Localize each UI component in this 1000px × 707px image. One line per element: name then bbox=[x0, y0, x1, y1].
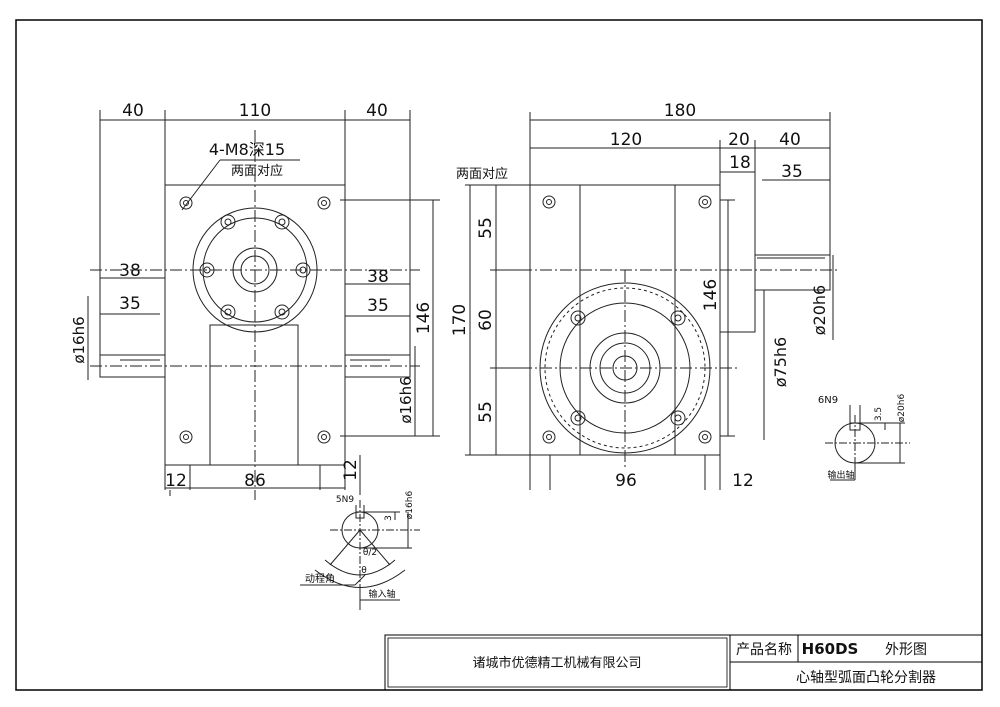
input-shaft-detail bbox=[300, 500, 420, 610]
output-shaft-caption: 输出轴 bbox=[827, 469, 854, 481]
side-dim-55-top: 55 bbox=[476, 217, 496, 239]
opposite-note-front: 两面对应 bbox=[231, 163, 283, 179]
input-shaft-caption: 输入轴 bbox=[368, 588, 395, 600]
side-dim-146: 146 bbox=[701, 279, 721, 311]
side-dim-180: 180 bbox=[664, 101, 696, 121]
product-name-label: 产品名称 bbox=[736, 642, 792, 658]
input-dia: ø16h6 bbox=[405, 491, 415, 520]
front-dim-38-right: 38 bbox=[367, 267, 389, 287]
front-dim-35-left: 35 bbox=[119, 294, 141, 314]
side-dim-20h6: ø20h6 bbox=[810, 285, 829, 335]
output-dia: ø20h6 bbox=[897, 394, 907, 423]
side-dim-60: 60 bbox=[476, 309, 496, 331]
product-model: H60DS bbox=[802, 640, 859, 658]
side-dim-40: 40 bbox=[779, 130, 801, 150]
front-shaft-left-dia: ø16h6 bbox=[70, 316, 88, 363]
front-dim-bottom-center: 86 bbox=[244, 471, 266, 491]
input-keyway: 5N9 bbox=[336, 495, 354, 505]
side-dim-120: 120 bbox=[610, 130, 642, 150]
input-depth: 3 bbox=[384, 515, 394, 521]
side-dim-20: 20 bbox=[728, 130, 750, 150]
side-dim-35: 35 bbox=[781, 162, 803, 182]
side-dim-96: 96 bbox=[615, 471, 637, 491]
front-dim-top-left: 40 bbox=[122, 101, 144, 121]
front-dim-bottom-right: 12 bbox=[341, 459, 361, 481]
front-dim-top-right: 40 bbox=[366, 101, 388, 121]
front-dim-35-right: 35 bbox=[367, 296, 389, 316]
front-dim-top-center: 110 bbox=[239, 101, 271, 121]
title-block bbox=[384, 634, 983, 691]
output-depth: 3.5 bbox=[874, 407, 884, 421]
product-type: 心轴型弧面凸轮分割器 bbox=[796, 669, 936, 686]
company-name: 诸城市优德精工机械有限公司 bbox=[472, 655, 641, 671]
side-dim-18: 18 bbox=[729, 153, 751, 173]
opposite-note-side: 两面对应 bbox=[456, 166, 508, 182]
side-view bbox=[465, 112, 840, 490]
output-keyway: 6N9 bbox=[818, 395, 838, 406]
front-dim-bottom-left: 12 bbox=[165, 471, 187, 491]
motion-angle-label: 动程角 bbox=[305, 573, 335, 585]
thread-note: 4-M8深15 bbox=[209, 140, 285, 159]
front-view bbox=[87, 110, 440, 500]
output-shaft-detail bbox=[825, 405, 910, 481]
front-dim-38-left: 38 bbox=[119, 261, 141, 281]
side-dim-55-bottom: 55 bbox=[476, 401, 496, 423]
input-angle-half: θ/2 bbox=[363, 548, 377, 558]
front-shaft-right-dia: ø16h6 bbox=[397, 376, 415, 423]
side-dim-75h6: ø75h6 bbox=[771, 337, 790, 387]
side-dim-12: 12 bbox=[732, 471, 754, 491]
side-dim-170: 170 bbox=[450, 304, 470, 336]
front-height: 146 bbox=[414, 302, 434, 334]
input-theta: θ bbox=[361, 566, 367, 576]
view-name: 外形图 bbox=[885, 642, 927, 658]
